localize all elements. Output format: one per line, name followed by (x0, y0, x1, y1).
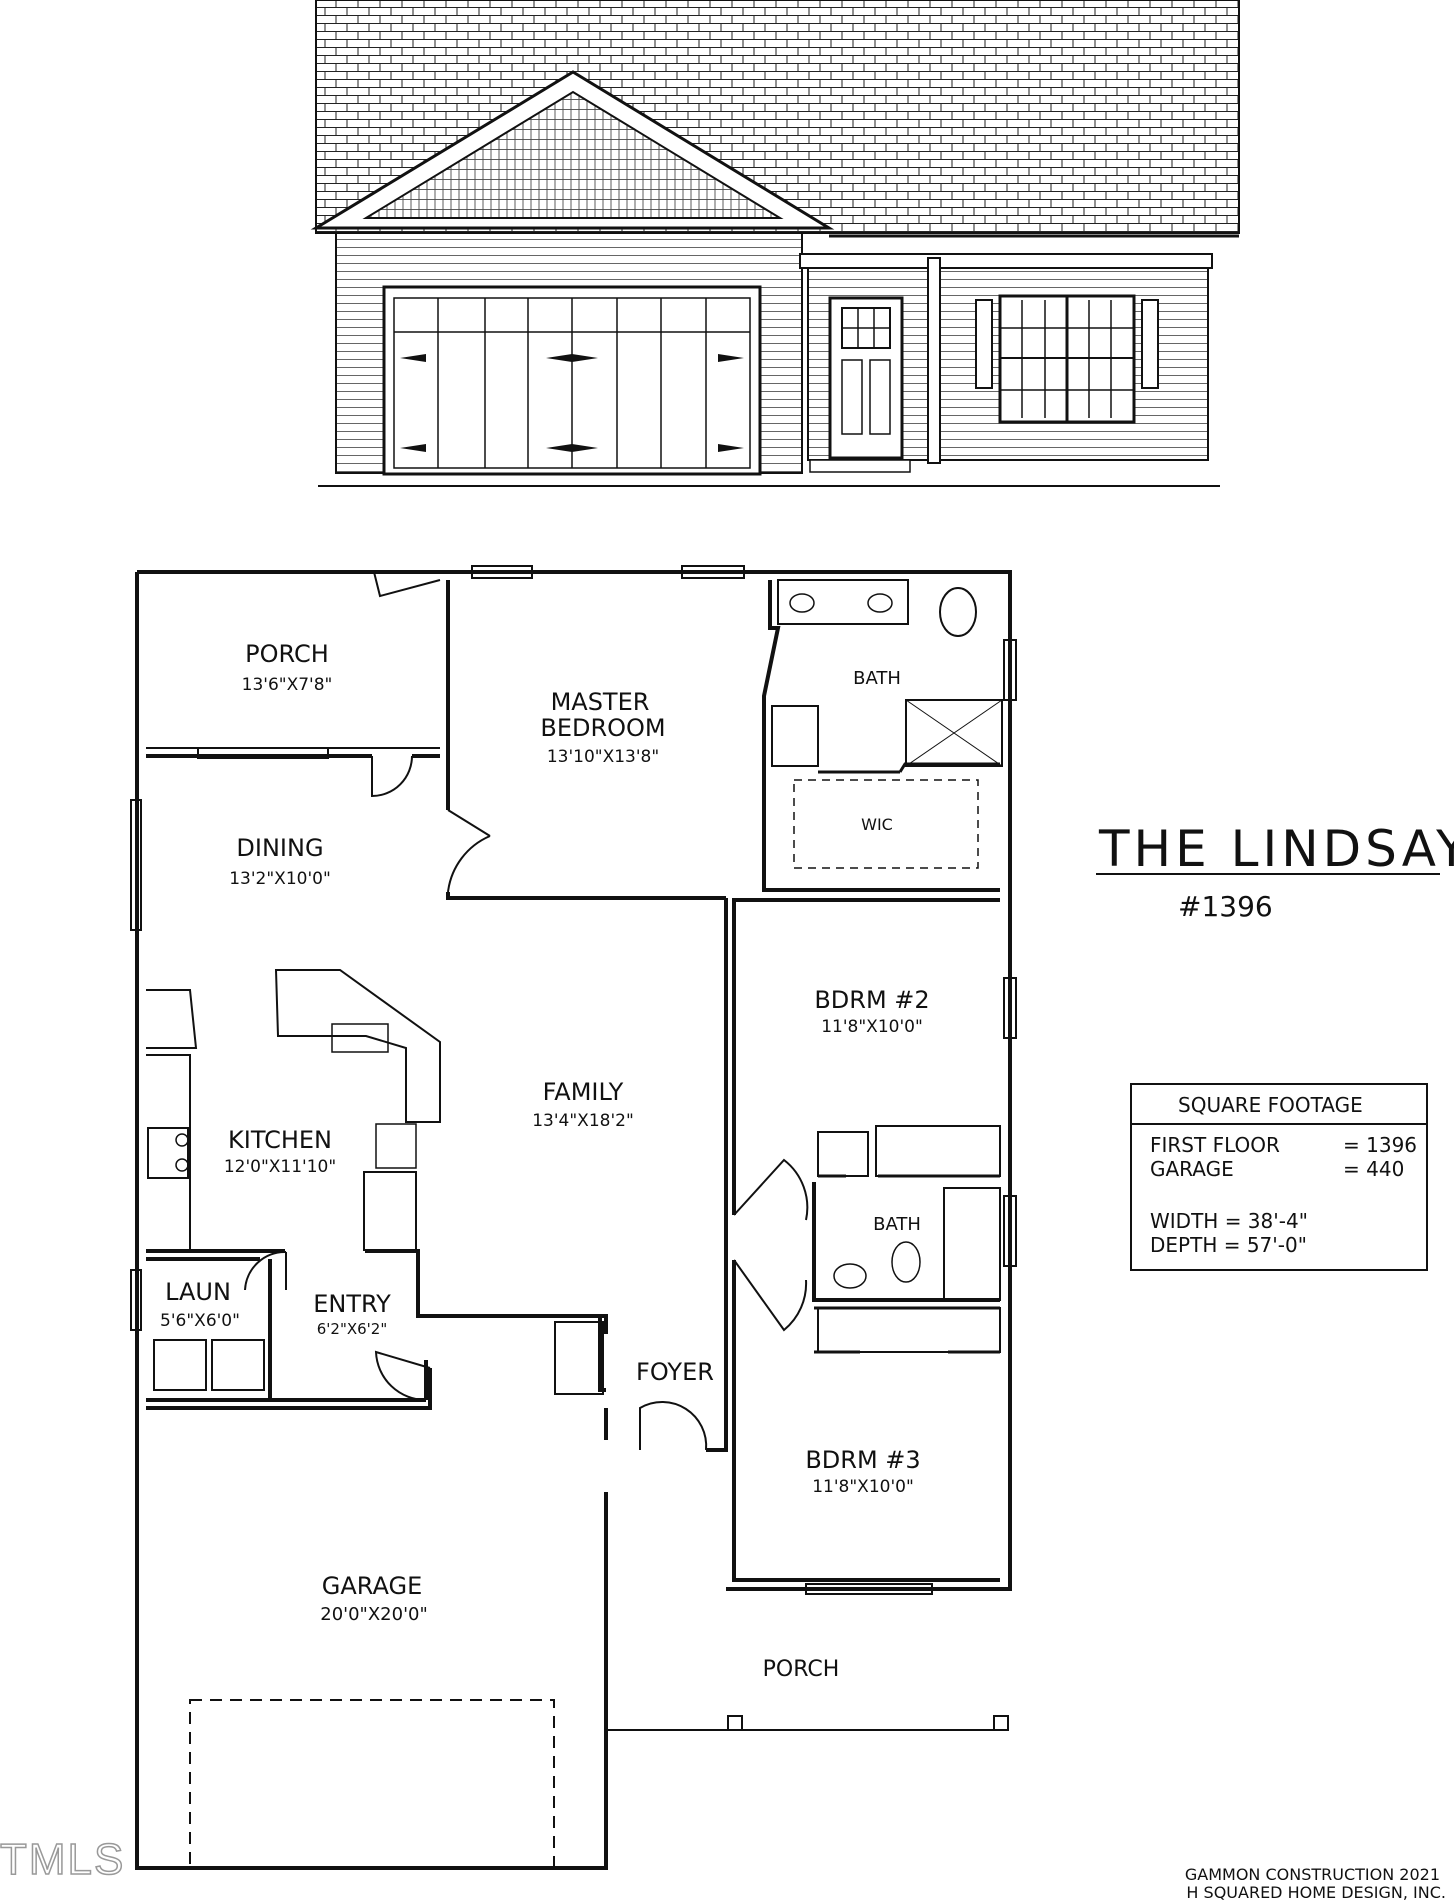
porch-post (727, 1715, 743, 1731)
room-dim-kitchen: 12'0"X11'10" (224, 1157, 336, 1177)
credit-line-2: H SQUARED HOME DESIGN, INC. (1186, 1883, 1446, 1902)
room-dim-garage: 20'0"X20'0" (320, 1604, 428, 1625)
toilet (939, 587, 977, 637)
porch-post (993, 1715, 1009, 1731)
tub (943, 1187, 1001, 1301)
interior-wall (814, 1306, 1000, 1354)
interior-wall (446, 580, 726, 900)
cooktop (147, 1127, 189, 1179)
vanity (777, 579, 909, 625)
sqft-header: SQUARE FOOTAGE (1178, 1093, 1363, 1117)
first-floor-value: = 1396 (1343, 1133, 1417, 1157)
room-name-bdrm3: BDRM #3 (805, 1446, 920, 1474)
room-name-laun: LAUN (165, 1278, 231, 1306)
floor-plan (130, 565, 1017, 1870)
depth-value: DEPTH = 57'-0" (1150, 1233, 1307, 1257)
sink (833, 1263, 867, 1289)
room-name-entry: ENTRY (313, 1290, 391, 1318)
room-dim-bdrm2: 11'8"X10'0" (821, 1017, 923, 1037)
credit-line-1: GAMMON CONSTRUCTION 2021 (1185, 1865, 1440, 1884)
credits: GAMMON CONSTRUCTION 2021 H SQUARED HOME … (1185, 1865, 1446, 1902)
garage-value: = 440 (1343, 1157, 1404, 1181)
room-dim-laun: 5'6"X6'0" (160, 1311, 240, 1331)
room-dim-dining: 13'2"X10'0" (229, 869, 331, 889)
kitchen-counter (274, 969, 441, 1123)
plan-title-block: THE LINDSAY #1396 (1096, 820, 1454, 923)
kitchen-counter (146, 989, 198, 1049)
garage-label: GARAGE (1150, 1157, 1234, 1181)
room-name-bath2: BATH (873, 1214, 921, 1235)
sink (331, 1023, 389, 1053)
plan-window (130, 565, 1017, 1595)
square-footage-box: SQUARE FOOTAGE FIRST FLOOR = 1396 GARAGE… (1130, 1083, 1428, 1271)
interior-wall (762, 580, 1000, 892)
room-name-master: MASTER (551, 688, 650, 716)
room-dim-entry: 6'2"X6'2" (317, 1320, 388, 1338)
interior-wall (706, 898, 728, 1452)
shower (905, 699, 1003, 767)
room-name-foyer: FOYER (636, 1358, 714, 1386)
closet (817, 1131, 869, 1177)
elevation-window (975, 294, 1159, 424)
room-name-family: FAMILY (543, 1078, 624, 1106)
plan-number: #1396 (1178, 890, 1273, 923)
wic-shelf (793, 779, 979, 869)
toilet (891, 1241, 921, 1283)
interior-wall (146, 1368, 608, 1440)
room-name-wic: WIC (861, 815, 893, 834)
room-name-kitchen: KITCHEN (228, 1126, 332, 1154)
plan-title: THE LINDSAY (1098, 820, 1454, 878)
room-name-porch-front: PORCH (763, 1657, 840, 1682)
first-floor-label: FIRST FLOOR (1150, 1133, 1280, 1157)
kitchen-counter (146, 1054, 191, 1251)
garage-opening (189, 1699, 555, 1869)
closet (875, 1125, 1001, 1177)
room-name-master-2: BEDROOM (540, 714, 665, 742)
interior-wall (560, 1314, 606, 1392)
front-door (809, 296, 911, 473)
room-name-garage: GARAGE (322, 1572, 422, 1600)
interior-wall (812, 1182, 1000, 1302)
width-value: WIDTH = 38'-4" (1150, 1209, 1308, 1233)
porch-beam (799, 253, 1213, 269)
exterior-wall (135, 572, 608, 1870)
dishwasher (375, 1123, 417, 1169)
tmls-watermark: TMLS (0, 1835, 125, 1884)
gable-shakes (362, 90, 784, 219)
room-name-bdrm2: BDRM #2 (814, 986, 929, 1014)
porch-post (927, 257, 941, 464)
room-name-dining: DINING (236, 834, 323, 862)
room-name-master-bath: BATH (853, 668, 901, 689)
closet (817, 1307, 1001, 1353)
room-dim-master: 13'10"X13'8" (547, 747, 659, 767)
room-dim-porch-rear: 13'6"X7'8" (242, 675, 333, 695)
door-swing (244, 571, 809, 1451)
washer (153, 1339, 207, 1391)
refrigerator (363, 1171, 417, 1251)
room-dim-bdrm3: 11'8"X10'0" (812, 1477, 914, 1497)
front-elevation (310, 0, 1240, 487)
linen-closet (771, 705, 819, 767)
room-name-porch-rear: PORCH (245, 640, 329, 668)
exterior-wall (137, 570, 1012, 1591)
dryer (211, 1339, 265, 1391)
interior-wall (732, 898, 1000, 1582)
room-dim-family: 13'4"X18'2" (532, 1111, 634, 1131)
foyer-closet (554, 1321, 604, 1395)
room-labels: PORCH 13'6"X7'8" MASTER BEDROOM 13'10"X1… (160, 640, 930, 1682)
garage-door (382, 285, 762, 476)
